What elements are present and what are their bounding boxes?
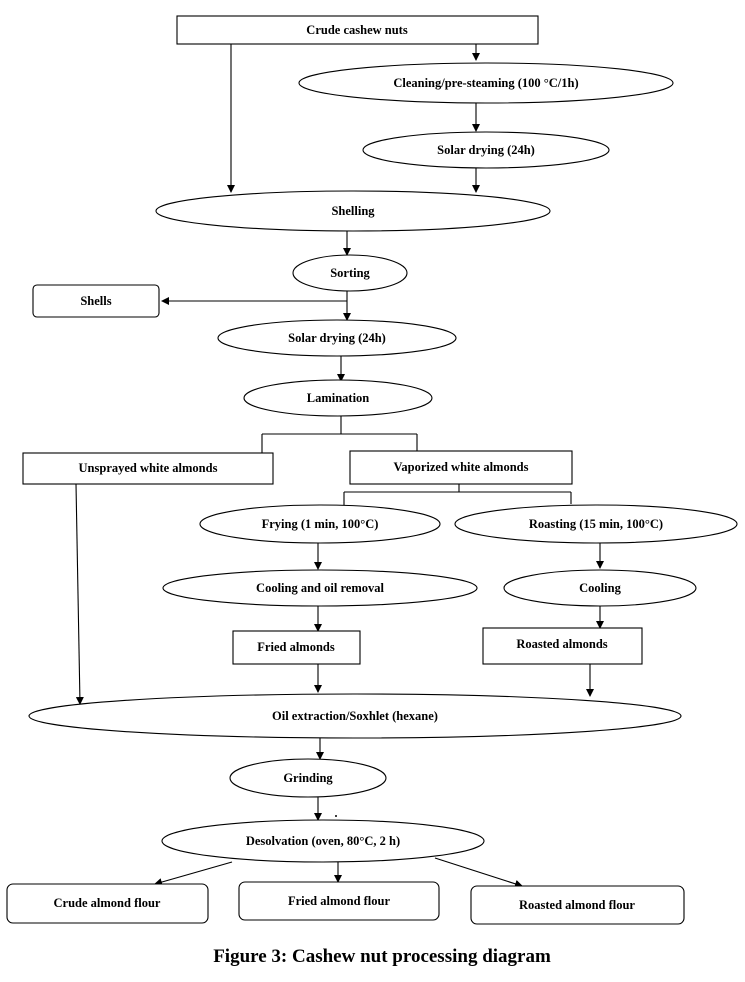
node-label: Shelling xyxy=(331,204,375,218)
node-frying: Frying (1 min, 100°C) xyxy=(199,504,441,544)
node-solar-drying-2: Solar drying (24h) xyxy=(217,319,457,357)
node-label: Fried almond flour xyxy=(288,894,391,908)
node-label: Frying (1 min, 100°C) xyxy=(262,517,379,531)
node-label: Shells xyxy=(80,294,111,308)
node-grinding: Grinding xyxy=(229,758,387,798)
node-fried-almond-flour: Fried almond flour xyxy=(238,881,440,921)
node-label: Desolvation (oven, 80°C, 2 h) xyxy=(246,834,400,848)
node-label: Roasted almond flour xyxy=(519,898,635,912)
node-crude-cashew: Crude cashew nuts xyxy=(176,15,539,45)
node-label: Lamination xyxy=(307,391,370,405)
node-label: Crude cashew nuts xyxy=(306,23,408,37)
arrow-to-roasted-flour xyxy=(434,857,523,888)
stray-dot xyxy=(335,815,337,817)
arrow-unsprayed-to-oil xyxy=(75,483,84,705)
branch-lamination xyxy=(261,415,418,453)
node-label: Solar drying (24h) xyxy=(288,331,386,345)
node-cleaning: Cleaning/pre-steaming (100 °C/1h) xyxy=(298,62,674,104)
node-desolvation: Desolvation (oven, 80°C, 2 h) xyxy=(161,819,485,863)
node-shelling: Shelling xyxy=(155,190,551,232)
node-label: Cooling and oil removal xyxy=(256,581,384,595)
node-label: Grinding xyxy=(283,771,333,785)
node-roasting: Roasting (15 min, 100°C) xyxy=(454,504,738,544)
node-oil-extraction: Oil extraction/Soxhlet (hexane) xyxy=(28,693,682,739)
branch-vaporized xyxy=(343,484,572,506)
node-label: Oil extraction/Soxhlet (hexane) xyxy=(272,709,438,723)
node-lamination: Lamination xyxy=(243,379,433,417)
node-fried-almonds: Fried almonds xyxy=(232,630,361,665)
node-label: Unsprayed white almonds xyxy=(79,461,218,475)
node-label: Roasting (15 min, 100°C) xyxy=(529,517,663,531)
node-unsprayed: Unsprayed white almonds xyxy=(22,452,274,485)
node-label: Cleaning/pre-steaming (100 °C/1h) xyxy=(393,76,578,90)
node-label: Roasted almonds xyxy=(516,637,607,651)
node-vaporized: Vaporized white almonds xyxy=(349,450,573,485)
node-label: Cooling xyxy=(579,581,621,595)
node-cooling: Cooling xyxy=(503,569,697,607)
figure-caption: Figure 3: Cashew nut processing diagram xyxy=(213,946,551,967)
node-roasted-almonds: Roasted almonds xyxy=(482,627,643,665)
connectors xyxy=(75,44,604,888)
node-sorting: Sorting xyxy=(292,254,408,292)
node-label: Crude almond flour xyxy=(54,896,161,910)
node-label: Sorting xyxy=(330,266,370,280)
node-shells: Shells xyxy=(32,284,160,318)
node-solar-drying-1: Solar drying (24h) xyxy=(362,131,610,169)
node-cooling-oil-removal: Cooling and oil removal xyxy=(162,569,478,607)
node-label: Vaporized white almonds xyxy=(394,460,529,474)
node-label: Solar drying (24h) xyxy=(437,143,535,157)
node-roasted-almond-flour: Roasted almond flour xyxy=(470,885,685,925)
node-crude-almond-flour: Crude almond flour xyxy=(6,883,209,924)
node-label: Fried almonds xyxy=(257,640,335,654)
arrow-to-crude-flour xyxy=(154,861,233,886)
